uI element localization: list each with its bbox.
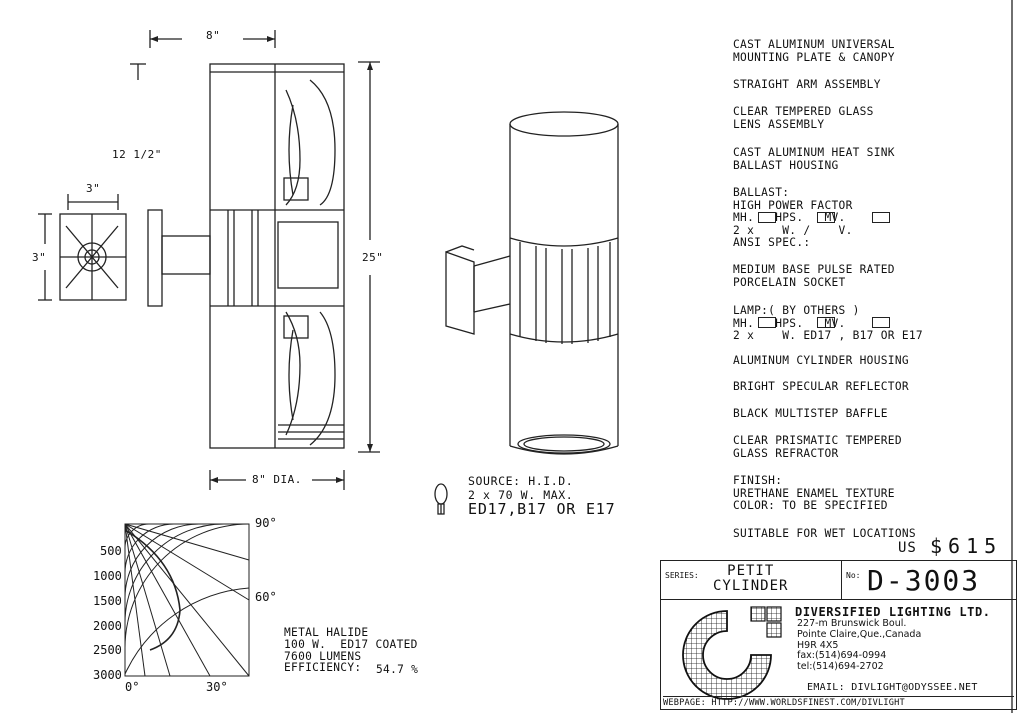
y-tick-label: 2500: [93, 643, 122, 657]
angle-label: 90°: [255, 516, 277, 530]
y-tick-label: 1000: [93, 569, 122, 583]
dim-height-side: 12 1/2": [112, 148, 162, 161]
dim-width-top: 8": [206, 29, 221, 42]
y-tick-label: 2000: [93, 619, 122, 633]
spec-item: BRIGHT SPECULAR REFLECTOR: [733, 380, 909, 393]
price-currency: US: [898, 540, 917, 556]
spec-item: CLEAR TEMPERED GLASS LENS ASSEMBLY: [733, 105, 874, 131]
dim-plate-height: 3": [32, 251, 47, 264]
spec-item: CAST ALUMINUM HEAT SINK BALLAST HOUSING: [733, 146, 895, 172]
dim-plate-width: 3": [86, 182, 101, 195]
checkbox-mh-ballast: [758, 212, 776, 223]
series-box: SERIES: PETIT CYLINDER: [661, 561, 842, 600]
series-label: SERIES:: [665, 571, 699, 580]
spec-item: LAMP:( BY OTHERS ) MH. HPS. MV. 2 x W. E…: [733, 304, 923, 342]
company-name: DIVERSIFIED LIGHTING LTD.: [795, 605, 991, 619]
spec-item: MEDIUM BASE PULSE RATED PORCELAIN SOCKET: [733, 263, 895, 289]
spec-item: CLEAR PRISMATIC TEMPERED GLASS REFRACTOR: [733, 434, 902, 460]
price-amount: $615: [930, 534, 1003, 558]
checkbox-hps-ballast: [817, 212, 835, 223]
company-address: 227-m Brunswick Boul. Pointe Claire,Que.…: [797, 618, 922, 673]
spec-item: STRAIGHT ARM ASSEMBLY: [733, 78, 881, 91]
y-tick-label: 3000: [93, 668, 122, 682]
angle-label: 60°: [255, 590, 277, 604]
y-tick-label: 1500: [93, 594, 122, 608]
source-line-3: ED17,B17 OR E17: [468, 500, 616, 518]
checkbox-hps-lamp: [817, 317, 835, 328]
company-webpage: WEBPAGE: HTTP://WWW.WORLDSFINEST.COM/DIV…: [663, 696, 1014, 708]
title-block: SERIES: PETIT CYLINDER No: D-3003 DIVERS…: [660, 560, 1017, 710]
company-logo: [682, 606, 782, 700]
number-label: No:: [846, 571, 861, 580]
checkbox-mv-ballast: [872, 212, 890, 223]
checkbox-mh-lamp: [758, 317, 776, 328]
efficiency-value: 54.7 %: [376, 663, 419, 676]
y-tick-label: 500: [100, 544, 122, 558]
spec-item: ALUMINUM CYLINDER HOUSING: [733, 354, 909, 367]
spec-item: SUITABLE FOR WET LOCATIONS: [733, 527, 916, 540]
checkbox-mv-lamp: [872, 317, 890, 328]
company-email: EMAIL: DIVLIGHT@ODYSSEE.NET: [807, 682, 978, 693]
source-line-2: 2 x 70 W. MAX.: [468, 488, 574, 502]
spec-item: FINISH: URETHANE ENAMEL TEXTURE COLOR: T…: [733, 474, 895, 512]
spec-item: CAST ALUMINUM UNIVERSAL MOUNTING PLATE &…: [733, 38, 895, 64]
dim-diameter: 8" DIA.: [252, 473, 302, 486]
spec-item: BLACK MULTISTEP BAFFLE: [733, 407, 888, 420]
dim-overall-height: 25": [362, 251, 384, 264]
spec-item: BALLAST: HIGH POWER FACTOR MH. HPS. MV. …: [733, 186, 853, 249]
series-value: PETIT CYLINDER: [713, 563, 789, 594]
number-box: No: D-3003: [842, 561, 1016, 600]
lamp-info: METAL HALIDE 100 W. ED17 COATED 7600 LUM…: [284, 626, 418, 675]
x-tick-label: 30°: [206, 680, 228, 694]
x-tick-label: 0°: [125, 680, 140, 694]
number-value: D-3003: [867, 564, 981, 597]
source-line-1: SOURCE: H.I.D.: [468, 474, 574, 488]
